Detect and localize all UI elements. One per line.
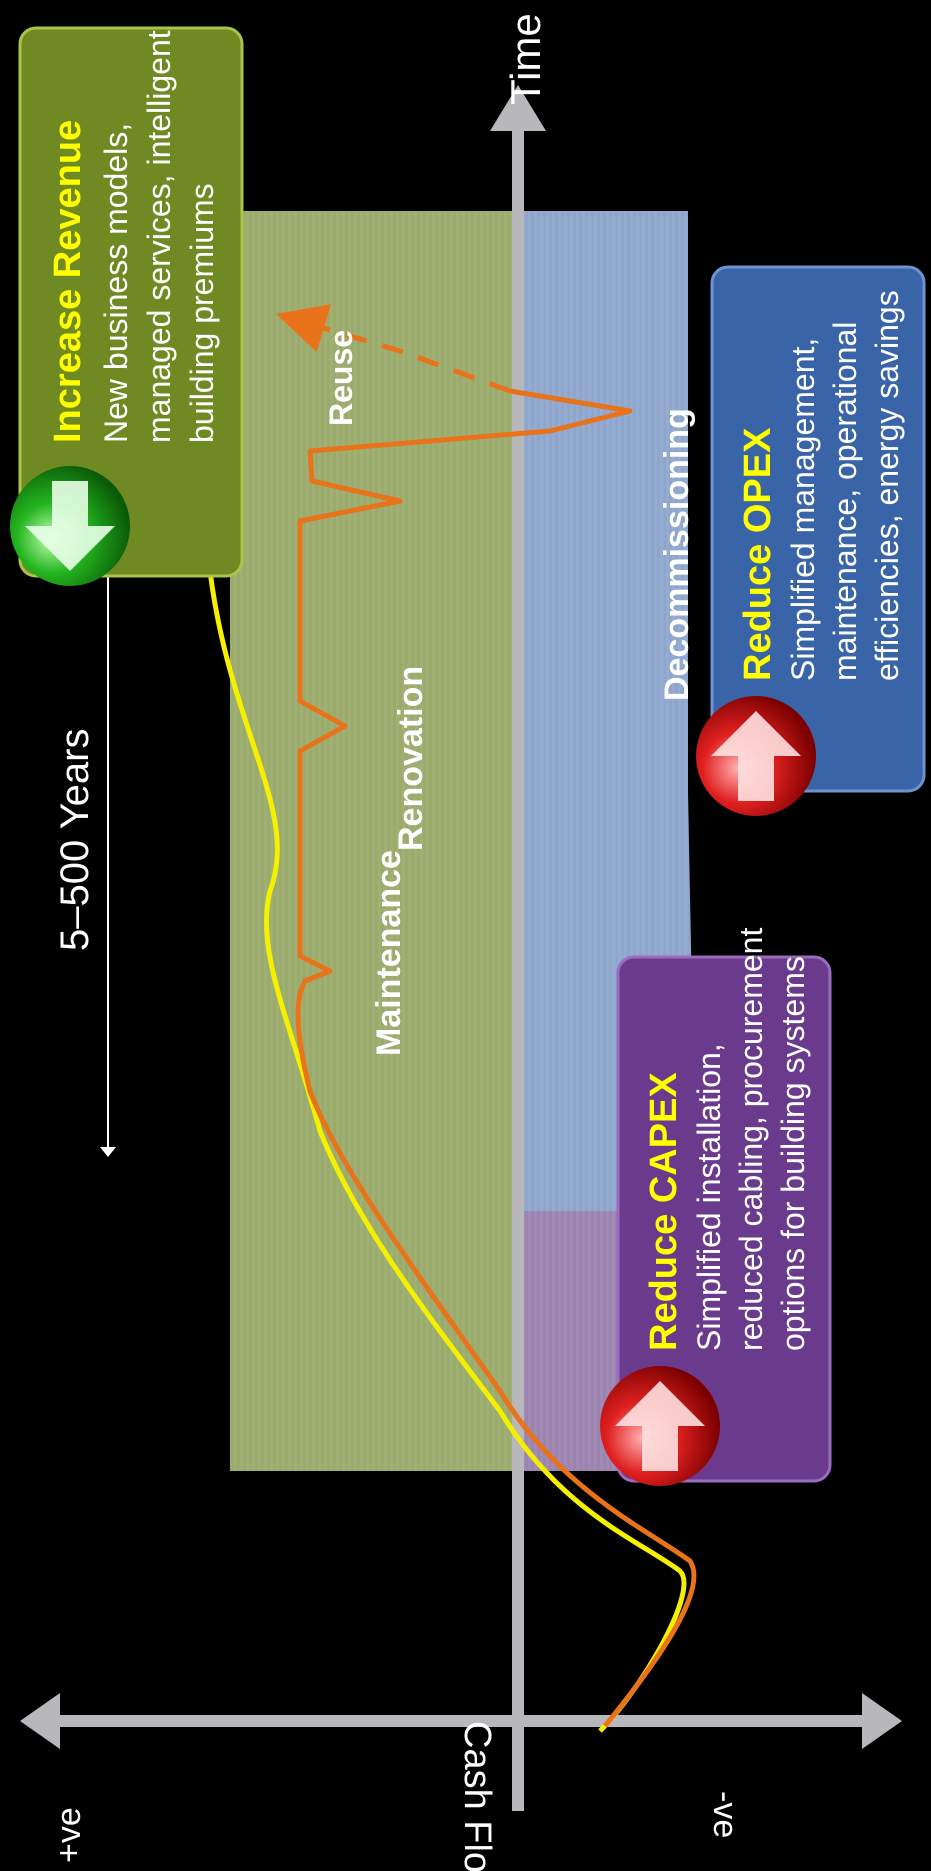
revenue-arrow-icon <box>10 466 130 586</box>
cashflow-axis <box>20 1693 902 1749</box>
capex-arrow-icon <box>600 1366 720 1486</box>
opex-line-1: Simplified management, <box>785 338 821 681</box>
orange-curve <box>295 388 697 1728</box>
negative-label: -ve <box>706 1791 744 1838</box>
time-axis <box>490 85 546 1811</box>
revenue-line-1: New business models, <box>98 123 134 443</box>
phase-reuse: Reuse <box>323 330 359 426</box>
reuse-dashed-arrow <box>276 304 511 394</box>
positive-label: +ve <box>50 1807 88 1863</box>
revenue-title: Increase Revenue <box>47 120 89 443</box>
phase-maintenance: Maintenance <box>370 850 408 1056</box>
opex-line-2: maintenance, operational <box>827 322 863 681</box>
capex-box: Reduce CAPEX Simplified installation, re… <box>616 928 832 1483</box>
opex-line-3: efficiencies, energy savings <box>869 290 905 681</box>
opex-box: Reduce OPEX Simplified management, maint… <box>710 265 926 793</box>
duration-label: 5–500 Years <box>53 729 97 951</box>
revenue-line-3: building premiums <box>184 183 220 443</box>
capex-line-1: Simplified installation, <box>691 1043 727 1351</box>
capex-line-2: reduced cabling, procurement <box>733 928 769 1351</box>
revenue-line-2: managed services, intelligent <box>141 30 177 443</box>
revenue-box: Increase Revenue New business models, ma… <box>18 26 244 578</box>
opex-title: Reduce OPEX <box>737 427 779 681</box>
time-axis-label: Time <box>502 13 549 105</box>
phase-renovation: Renovation <box>392 666 430 851</box>
capex-line-3: options for building systems <box>775 956 811 1351</box>
capex-title: Reduce CAPEX <box>643 1072 685 1351</box>
yellow-curve <box>173 470 687 1733</box>
duration-arrow <box>100 529 116 1157</box>
cashflow-axis-label: Cash Flow <box>456 1721 498 1871</box>
phase-decommissioning: Decommissioning <box>658 408 696 701</box>
opex-arrow-icon <box>696 696 816 816</box>
